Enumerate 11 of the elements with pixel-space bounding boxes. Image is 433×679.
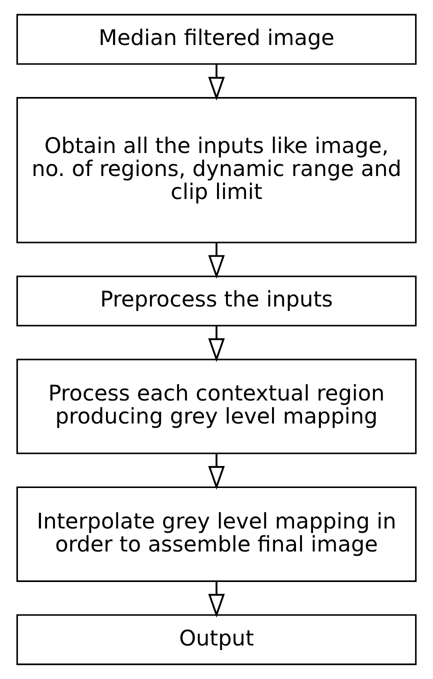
node-box: Output — [16, 614, 417, 666]
node-box: Preprocess the inputs — [16, 276, 417, 326]
arrow — [208, 243, 225, 279]
arrow — [208, 582, 225, 618]
arrow — [208, 64, 225, 101]
node-box: Process each contextual region producing grey level mapping — [16, 358, 417, 454]
node-box: Obtain all the inputs like image, no. of regions, dynamic range and clip limit — [16, 97, 417, 244]
arrow — [208, 326, 225, 362]
node-box: Interpolate grey level mapping in order to assemble final image — [16, 486, 417, 582]
node-box: Median filtered image — [16, 14, 417, 65]
arrow — [208, 454, 225, 490]
